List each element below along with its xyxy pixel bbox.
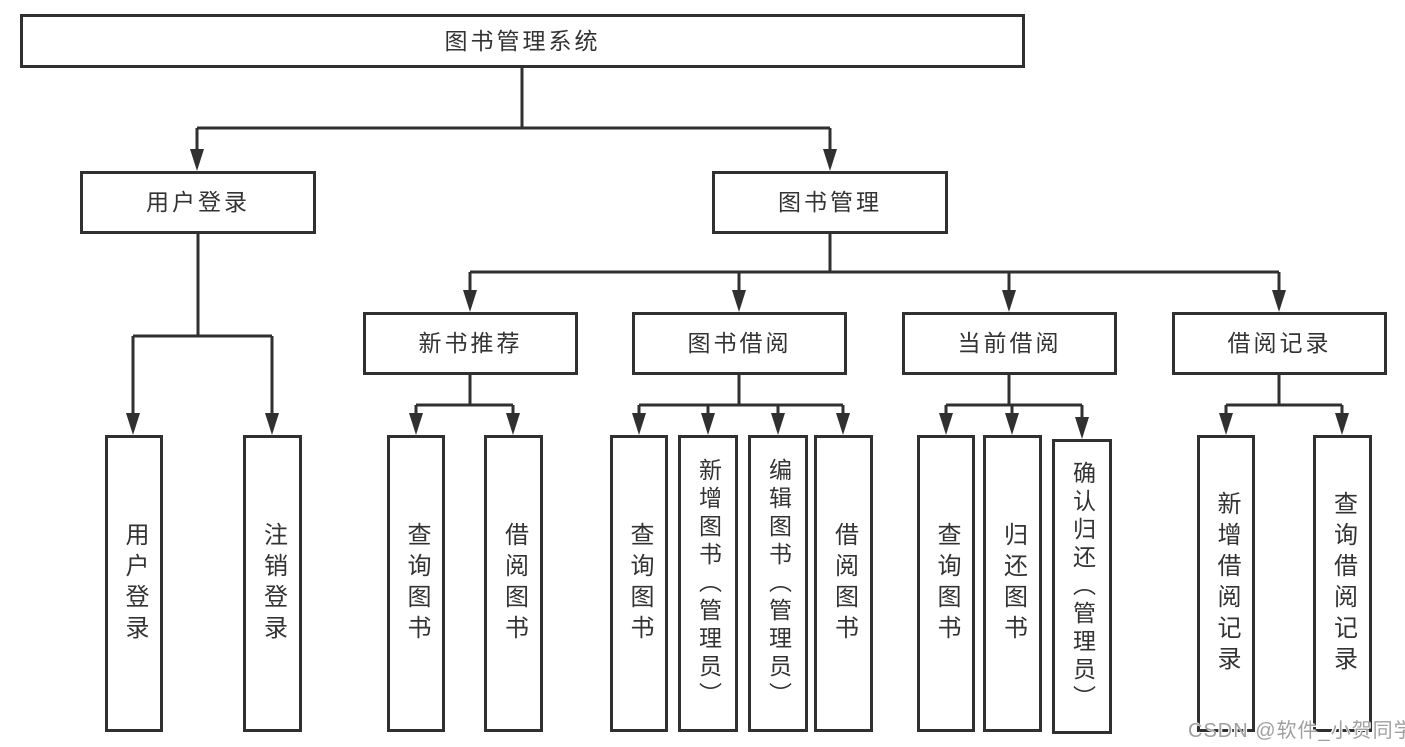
arrowhead-icon bbox=[1002, 290, 1016, 312]
node-return-books: 归还图书 bbox=[983, 435, 1042, 732]
node-user-login-label: 用户登录 bbox=[146, 189, 250, 215]
node-return-books-label: 归还图书 bbox=[999, 521, 1027, 646]
arrowhead-icon bbox=[506, 413, 520, 435]
node-user-login: 用户登录 bbox=[80, 171, 316, 234]
connector-root bbox=[195, 68, 832, 151]
arrowhead-icon bbox=[190, 149, 204, 171]
connector-current-borrow bbox=[944, 375, 1084, 419]
node-query-books-1-label: 查询图书 bbox=[403, 521, 430, 646]
node-user-login-leaf-label: 用户登录 bbox=[121, 521, 148, 646]
node-book-borrowing-label: 图书借阅 bbox=[687, 330, 792, 356]
node-query-books-3-label: 查询图书 bbox=[933, 521, 960, 646]
node-query-borrow-record: 查询借阅记录 bbox=[1313, 435, 1372, 732]
node-borrow-books-1: 借阅图书 bbox=[484, 435, 543, 732]
arrowhead-icon bbox=[823, 149, 837, 171]
arrowheads bbox=[126, 149, 1349, 439]
watermark: CSDN @软件_小贺同学 bbox=[1188, 720, 1405, 742]
node-query-borrow-record-label: 查询借阅记录 bbox=[1329, 490, 1357, 677]
arrowhead-icon bbox=[732, 290, 746, 312]
arrowhead-icon bbox=[265, 413, 279, 435]
node-add-borrow-record-label: 新增借阅记录 bbox=[1213, 490, 1240, 677]
arrowhead-icon bbox=[409, 413, 423, 435]
node-add-books-admin-label: 新增图书（管理员） bbox=[695, 457, 722, 710]
node-borrow-books-2-label: 借阅图书 bbox=[830, 521, 858, 646]
arrowhead-icon bbox=[701, 413, 715, 435]
node-current-borrowing-label: 当前借阅 bbox=[957, 330, 1062, 356]
node-new-book-recommend-label: 新书推荐 bbox=[418, 330, 523, 356]
node-confirm-return-admin-label: 确认归还（管理员） bbox=[1069, 460, 1096, 713]
connector-book-mgmt bbox=[468, 234, 1281, 292]
node-edit-books-admin: 编辑图书（管理员） bbox=[748, 435, 808, 732]
node-user-login-leaf: 用户登录 bbox=[105, 435, 163, 732]
node-add-borrow-record: 新增借阅记录 bbox=[1197, 435, 1255, 732]
arrowhead-icon bbox=[771, 413, 785, 435]
connector-borrow-record bbox=[1224, 375, 1344, 415]
tree-connector-paths bbox=[131, 68, 1344, 419]
node-borrowing-records-label: 借阅记录 bbox=[1227, 330, 1332, 356]
arrowhead-icon bbox=[1005, 413, 1019, 435]
arrowhead-icon bbox=[939, 413, 953, 435]
node-query-books-1: 查询图书 bbox=[387, 435, 445, 732]
arrowhead-icon bbox=[463, 290, 477, 312]
node-borrow-books-2: 借阅图书 bbox=[814, 435, 873, 732]
node-logout: 注销登录 bbox=[243, 435, 302, 732]
node-edit-books-admin-label: 编辑图书（管理员） bbox=[765, 457, 792, 710]
arrowhead-icon bbox=[1335, 413, 1349, 435]
node-new-book-recommend: 新书推荐 bbox=[363, 312, 578, 375]
node-query-books-2-label: 查询图书 bbox=[626, 521, 653, 646]
node-library-system-label: 图书管理系统 bbox=[444, 27, 601, 54]
connector-user-login bbox=[131, 234, 274, 415]
connector-new-book bbox=[414, 375, 515, 415]
arrowhead-icon bbox=[1219, 413, 1233, 435]
node-logout-label: 注销登录 bbox=[259, 521, 287, 646]
arrowhead-icon bbox=[632, 413, 646, 435]
node-query-books-3: 查询图书 bbox=[917, 435, 975, 732]
node-book-borrowing: 图书借阅 bbox=[632, 312, 847, 375]
node-book-management-label: 图书管理 bbox=[778, 189, 882, 215]
node-book-management: 图书管理 bbox=[712, 171, 948, 234]
node-query-books-2: 查询图书 bbox=[610, 435, 668, 732]
arrowhead-icon bbox=[1075, 417, 1089, 439]
node-current-borrowing: 当前借阅 bbox=[902, 312, 1117, 375]
arrowhead-icon bbox=[126, 413, 140, 435]
arrowhead-icon bbox=[836, 413, 850, 435]
node-borrowing-records: 借阅记录 bbox=[1172, 312, 1387, 375]
node-borrow-books-1-label: 借阅图书 bbox=[500, 521, 528, 646]
node-add-books-admin: 新增图书（管理员） bbox=[678, 435, 738, 732]
arrowhead-icon bbox=[1272, 290, 1286, 312]
connector-book-borrow bbox=[637, 375, 845, 415]
node-library-system: 图书管理系统 bbox=[20, 14, 1025, 68]
node-confirm-return-admin: 确认归还（管理员） bbox=[1052, 439, 1112, 734]
